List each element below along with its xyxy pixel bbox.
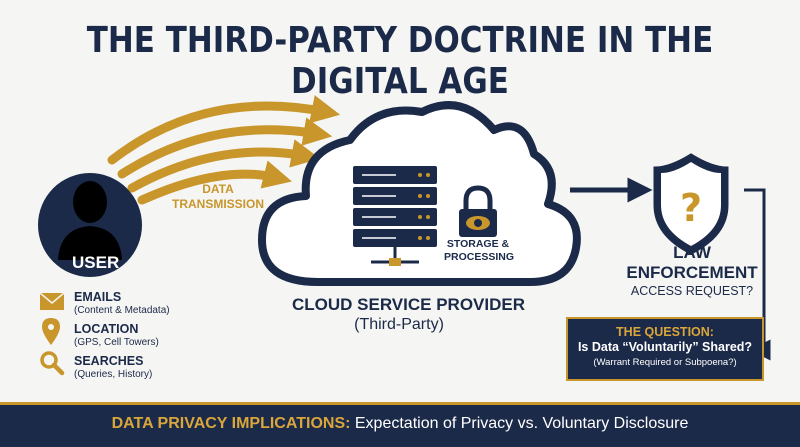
storage-label: STORAGE & PROCESSING	[444, 238, 515, 264]
law-line2: ENFORCEMENT	[626, 263, 758, 282]
question-sub: (Warrant Required or Subpoena?)	[593, 357, 737, 368]
shield-icon: ?	[653, 153, 729, 255]
data-item-title: SEARCHES	[74, 354, 144, 368]
data-transmission-line2: TRANSMISSION	[172, 197, 265, 211]
transmission-arrow-2	[117, 117, 333, 179]
user-label: USER	[72, 253, 120, 272]
lock-eye-icon	[459, 185, 497, 237]
data-item-subtitle: (Queries, History)	[74, 369, 153, 380]
law-enforcement-label: LAW ENFORCEMENT	[612, 243, 772, 283]
access-request-label: ACCESS REQUEST?	[630, 284, 754, 298]
question-heading: THE QUESTION:	[616, 325, 714, 339]
data-item-title: EMAILS	[74, 290, 122, 304]
data-transmission-line1: DATA	[202, 182, 234, 196]
cloud-provider-title: CLOUD SERVICE PROVIDER	[292, 295, 526, 314]
question-box: THE QUESTION: Is Data “Voluntarily” Shar…	[566, 317, 764, 381]
user-icon	[38, 173, 142, 277]
data-item-subtitle: (GPS, Cell Towers)	[74, 337, 159, 348]
footer-highlight: DATA PRIVACY IMPLICATIONS:	[111, 415, 351, 432]
storage-line2: PROCESSING	[444, 251, 515, 263]
law-line1: LAW	[673, 243, 711, 262]
footer-banner: DATA PRIVACY IMPLICATIONS: Expectation o…	[0, 402, 800, 447]
transmission-arrow-4	[137, 160, 292, 205]
data-item-subtitle: (Content & Metadata)	[74, 305, 170, 316]
transmission-arrow-1	[107, 95, 341, 165]
transmission-arrow-3	[127, 139, 321, 193]
cloud-provider-subtitle: (Third-Party)	[354, 316, 444, 333]
storage-line1: STORAGE &	[446, 238, 510, 250]
map-pin-icon	[42, 318, 60, 345]
data-transmission-label: DATA TRANSMISSION	[172, 182, 264, 212]
server-icon	[353, 166, 437, 266]
footer-text: Expectation of Privacy vs. Voluntary Dis…	[350, 415, 689, 432]
data-item-title: LOCATION	[74, 322, 139, 336]
question-mark-icon: ?	[680, 186, 702, 230]
page-title: THE THIRD-PARTY DOCTRINE IN THE DIGITAL …	[86, 20, 714, 102]
question-main: Is Data “Voluntarily” Shared?	[577, 340, 753, 354]
data-transmission-arrows	[107, 95, 341, 205]
envelope-icon	[39, 292, 65, 310]
magnifier-icon	[40, 351, 65, 376]
